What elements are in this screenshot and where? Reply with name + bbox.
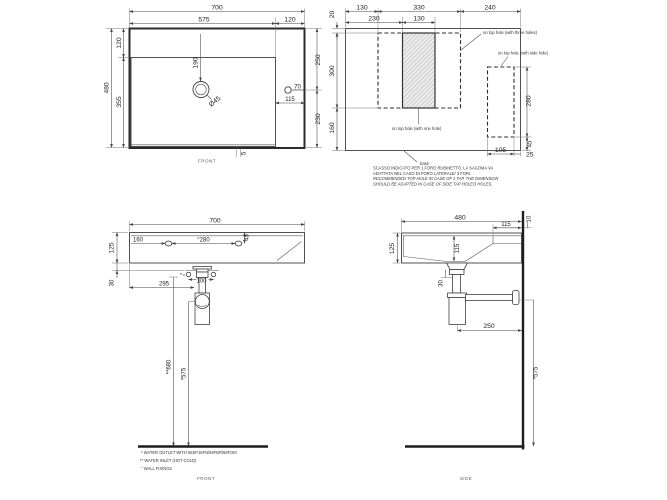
- dim-top-575: 575: [198, 17, 210, 24]
- callout-three-holes: on top hole (with three holes): [483, 30, 538, 35]
- side-view-dimensions: 480 115 10 125 115 30 250: [389, 215, 540, 447]
- dim-side-115: 115: [501, 222, 511, 228]
- note-line-2: ADATTATA NEL CASO DI FORO LATERALE/ 3 FO…: [373, 171, 471, 176]
- dim-front-100: 100: [196, 279, 207, 285]
- top-view-label: FRONT: [198, 159, 216, 164]
- front-view-linework: [129, 232, 305, 325]
- callout-one-hole: on top hole (with one hole): [392, 126, 442, 131]
- base-view: 130 330 240 230 130 20 300 160: [329, 5, 549, 187]
- dim-side-115-inner: 115: [455, 243, 461, 253]
- note-line-1: SCASSO INDICATO PER 1 FORO RUBINETTO. LA…: [373, 166, 494, 171]
- dim-top-480: 480: [104, 82, 111, 94]
- cutout-side-hole: [486, 66, 515, 138]
- dim-base-300: 300: [329, 65, 336, 77]
- base-view-linework: [345, 28, 521, 151]
- water-inlet-right: [210, 271, 217, 278]
- dim-front-680: **680: [167, 359, 173, 374]
- dim-base-230: 230: [368, 16, 380, 23]
- drain-hole: [192, 81, 210, 98]
- dim-front-45: 45: [245, 234, 251, 241]
- dim-side-10: 10: [527, 215, 533, 222]
- dim-base-130b: 130: [413, 16, 425, 23]
- dim-front-125: 125: [109, 242, 116, 254]
- dim-base-240: 240: [484, 5, 496, 12]
- wall-fixing-hole-right: [234, 240, 243, 247]
- side-view: 480 115 10 125 115 30 250: [389, 211, 540, 481]
- dim-side-125: 125: [389, 243, 396, 255]
- dim-base-160: 160: [329, 122, 336, 134]
- front-view-label: FRONT: [197, 476, 215, 481]
- dim-front-295: 295: [159, 282, 170, 288]
- side-trap: [445, 262, 520, 325]
- dim-front-700: 700: [209, 218, 221, 225]
- front-view-dimensions: 700 160 °280 45 125 30 100 295: [109, 218, 305, 447]
- dim-front-30: 30: [110, 279, 116, 286]
- base-view-dimensions: 130 330 240 230 130 20 300 160: [329, 5, 534, 159]
- dim-base-130: 130: [356, 5, 368, 12]
- water-inlet-left: [185, 271, 192, 278]
- dim-top-120-right: 120: [284, 17, 296, 24]
- base-view-callouts: on top hole (with three holes) on top ho…: [392, 30, 549, 166]
- dim-top-250: 250: [315, 54, 322, 66]
- top-view: 700 575 120 480 120 355 250 230: [104, 5, 322, 164]
- dim-side-575: *575: [534, 366, 540, 379]
- dim-top-230: 230: [315, 113, 322, 125]
- dim-base-330: 330: [413, 5, 425, 12]
- dim-front-280: °280: [197, 238, 210, 244]
- base-view-notes: SCASSO INDICATO PER 1 FORO RUBINETTO. LA…: [373, 166, 498, 187]
- dim-top-190: 190: [193, 57, 200, 69]
- dim-front-575: *575: [182, 367, 188, 380]
- top-view-dimensions: 700 575 120 480 120 355 250 230: [104, 5, 322, 157]
- dim-top-355: 355: [116, 96, 123, 108]
- wall-fixing-hole-left: [164, 240, 173, 247]
- note-line-4: SHOULD BE ADAPTED IN CASE OF SIDE TAP HO…: [373, 181, 492, 186]
- front-view-notes: * WATER OUTLET WITH 56SP16FN/56FBR/56FOM…: [140, 450, 237, 471]
- dim-side-30: 30: [439, 280, 445, 287]
- front-note-2: ** WATER INLET (HOT-COLD): [140, 458, 197, 463]
- front-view: 700 160 °280 45 125 30 100 295: [109, 218, 305, 481]
- dim-base-45: 45: [528, 140, 534, 147]
- dim-top-115: 115: [285, 97, 295, 103]
- dim-top-120-left: 120: [116, 37, 123, 49]
- top-view-linework: [128, 27, 306, 149]
- dim-front-160: 160: [133, 238, 144, 244]
- dim-side-480: 480: [454, 215, 466, 222]
- side-view-linework: [401, 232, 522, 325]
- dim-side-250: 250: [483, 323, 495, 330]
- dim-base-25: 25: [526, 152, 534, 159]
- side-view-label: SIDE: [460, 476, 472, 481]
- tap-hole: [284, 86, 292, 94]
- dim-top-70: 70: [294, 85, 301, 91]
- dim-base-105: 105: [495, 147, 507, 154]
- front-trap: [192, 266, 212, 325]
- dim-base-20: 20: [329, 11, 336, 19]
- cutout-one-hole: [401, 32, 436, 109]
- dim-top-drain-dia: Ø45: [208, 95, 223, 109]
- note-line-3: RECOMMENDED TOP HOLE IN CASE OF 1 TAP. T…: [373, 176, 498, 181]
- front-note-3: ° WALL FIXINGS: [141, 466, 172, 471]
- callout-side-hole: on top hole (with side hole): [498, 51, 549, 56]
- callout-base: base: [420, 161, 430, 166]
- front-note-1: * WATER OUTLET WITH 56SP16FN/56FBR/56FOM: [141, 450, 237, 455]
- dim-base-280: 280: [526, 95, 533, 107]
- dim-top-700: 700: [211, 5, 223, 12]
- dim-top-5: 5: [242, 151, 248, 155]
